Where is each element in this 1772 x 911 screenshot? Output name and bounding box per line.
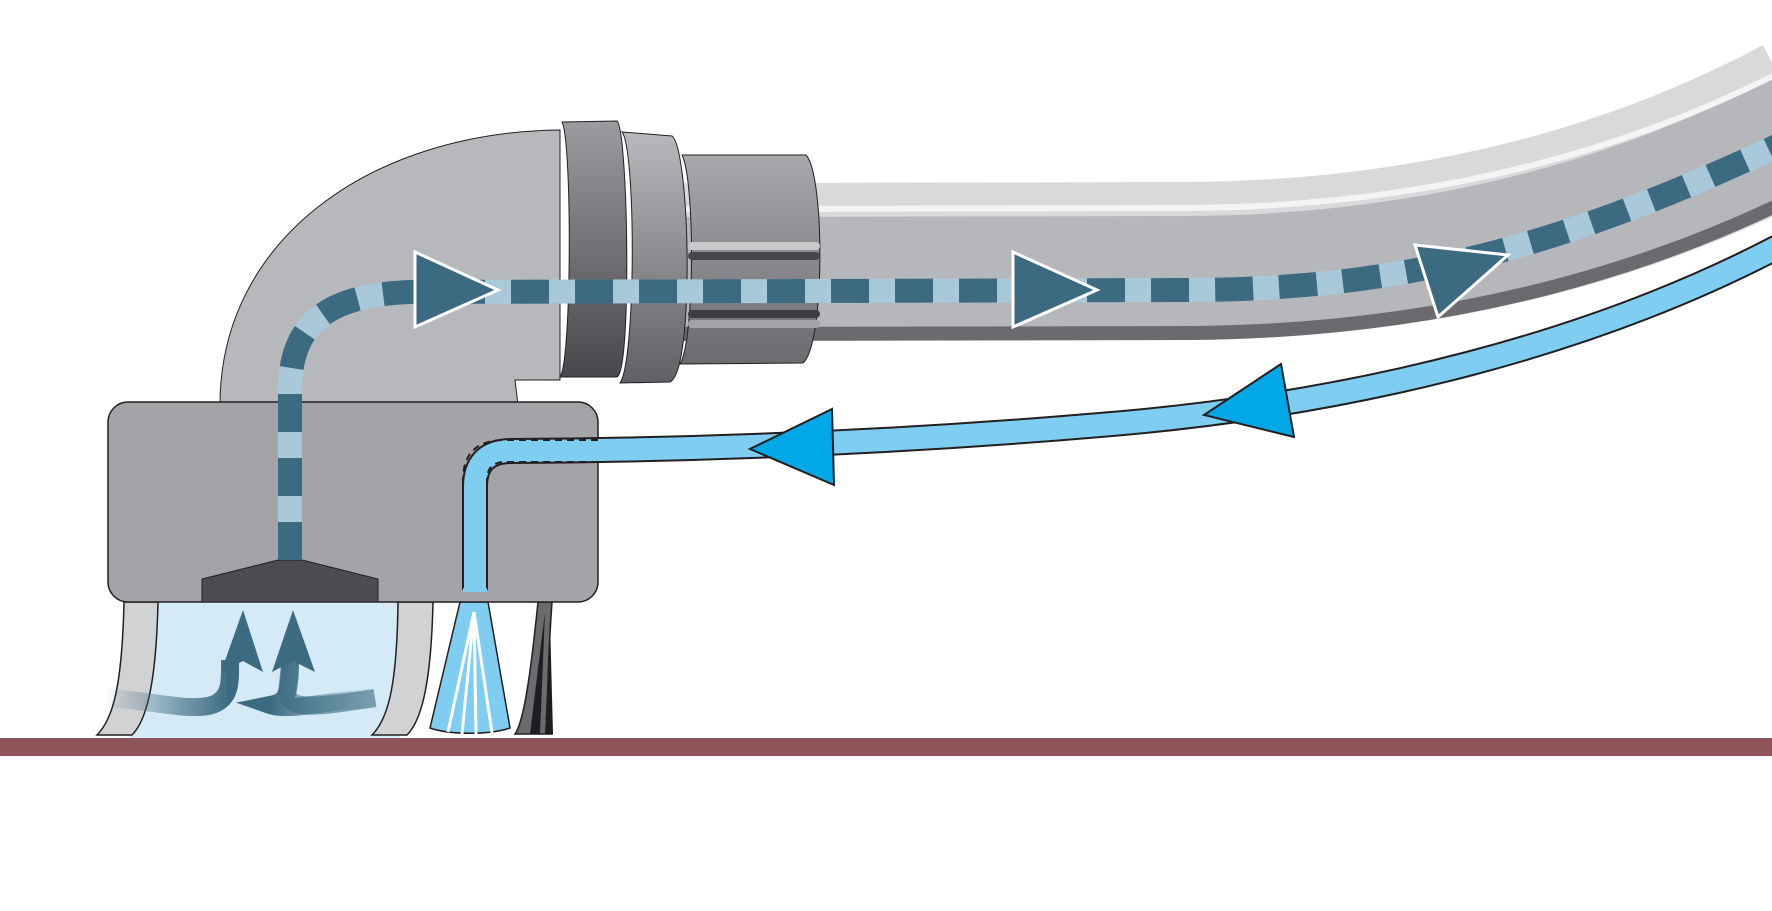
- suction-arrows: [104, 610, 377, 717]
- airflow-arrow-icon: [1011, 249, 1101, 330]
- collar-ring: [619, 131, 688, 384]
- water-arrow-icon: [1201, 362, 1296, 439]
- suction-airflow-path: [278, 134, 1772, 560]
- vacuum-hose: [679, 45, 1772, 341]
- airflow-arrow-icon: [413, 249, 502, 330]
- spray-nozzle: [429, 601, 511, 735]
- brush: [513, 601, 553, 735]
- floor: [0, 738, 1772, 756]
- cuff-grooves: [688, 242, 820, 328]
- right-skirt: [370, 601, 434, 736]
- wash-head-body: [107, 401, 599, 603]
- water-supply-line: [462, 235, 1772, 592]
- airflow-arrow-icon: [1412, 243, 1512, 320]
- collar-ring: [559, 120, 628, 378]
- up-arrow-icon: [272, 610, 315, 672]
- up-arrow-icon: [221, 610, 263, 672]
- suction-zone: [130, 602, 400, 738]
- elbow-pipe: [219, 129, 561, 406]
- water-arrow-icon: [747, 407, 836, 487]
